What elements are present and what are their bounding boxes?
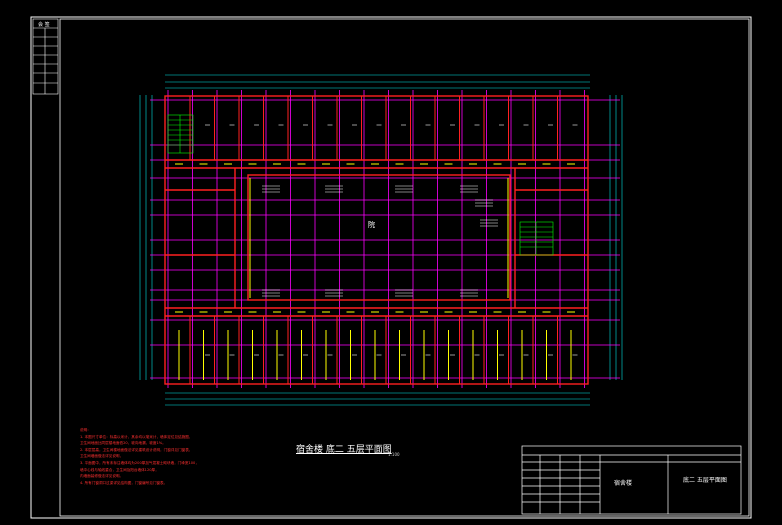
note-line: 3. 平面图中，所有未标注墙体均为200厚加气混凝土砌块墙，门垛宽100， xyxy=(80,460,199,465)
dimension-lines xyxy=(139,74,623,406)
title-block-project: 宿舍楼 xyxy=(614,480,633,487)
design-notes: 说明： 1. 本图尺寸单位：标高以米计，其余均以毫米计，墙体定位见结施图， 卫生… xyxy=(80,427,199,486)
scale-label: 1:100 xyxy=(388,452,400,457)
courtyard-label: 院 xyxy=(368,221,375,229)
notes-title: 说明： xyxy=(80,428,91,432)
sheet-border xyxy=(30,16,752,519)
axis-grid xyxy=(150,90,620,388)
room-partitions xyxy=(189,96,558,384)
note-line: 1. 本图尺寸单位：标高以米计，其余均以毫米计，墙体定位见结施图， xyxy=(80,434,193,439)
inner-border xyxy=(59,18,750,517)
signature-table-title: 会 签 xyxy=(38,22,50,28)
door-markers xyxy=(175,163,575,380)
note-line: 墙中心线与轴线重合，卫生间及阳台墙体120厚， xyxy=(80,467,159,472)
note-line: 2. 本层层高，卫生间楼地面做法详见建筑设计说明，门窗详见门窗表， xyxy=(80,447,193,452)
title-block xyxy=(521,445,742,515)
note-line: 4. 所有门窗洞口过梁详见结构图，门窗编号见门窗表。 xyxy=(80,480,168,485)
note-line: 卫生间地面比同层楼地面低20，坡向地漏，坡度1%。 xyxy=(80,441,166,446)
sheet-title: 宿舍楼 底二 五层平面图 xyxy=(296,445,392,455)
stair-right xyxy=(519,221,554,256)
building-walls xyxy=(164,95,589,385)
title-block-drawing-name: 底二 五层平面图 xyxy=(683,477,727,484)
stair-left xyxy=(167,114,194,154)
note-line: 卫生间墙面做法详见说明， xyxy=(80,454,124,459)
note-line: 内墙面装修做法详见说明。 xyxy=(80,474,124,479)
fixture-details xyxy=(205,124,578,356)
signature-table xyxy=(32,18,59,95)
